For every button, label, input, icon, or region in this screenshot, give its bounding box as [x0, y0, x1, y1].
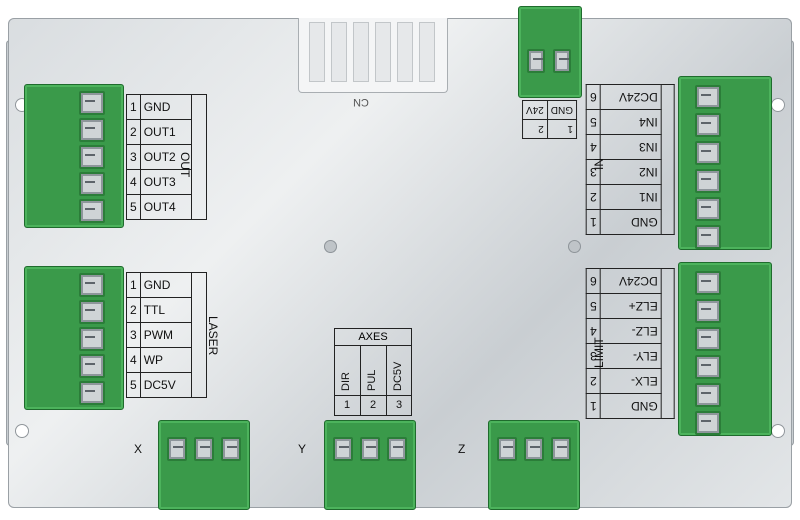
axis-label-z: Z	[458, 442, 466, 456]
cn-pin	[353, 22, 369, 82]
axes-col-name: PUL	[366, 369, 378, 391]
terminal-pin[interactable]	[695, 383, 721, 407]
terminal-pin[interactable]	[695, 355, 721, 379]
axes-label-block: AXES DIR PUL DC5V 1 2 3	[334, 328, 412, 416]
terminal-pin[interactable]	[695, 327, 721, 351]
terminal-pin[interactable]	[79, 300, 105, 324]
terminal-pin[interactable]	[551, 437, 571, 461]
cn-label: CN	[353, 96, 369, 108]
in-group-label: IN	[592, 158, 606, 170]
terminal-pin[interactable]	[695, 271, 721, 295]
mount-hole	[771, 98, 785, 112]
mount-hole	[15, 424, 29, 438]
terminal-pin[interactable]	[79, 381, 105, 405]
laser-terminal-block[interactable]	[24, 266, 124, 410]
terminal-pin[interactable]	[79, 327, 105, 351]
x-axis-terminal[interactable]	[158, 420, 250, 510]
terminal-pin[interactable]	[527, 49, 545, 73]
terminal-pin[interactable]	[695, 197, 721, 221]
mount-hole	[771, 424, 785, 438]
terminal-pin[interactable]	[497, 437, 517, 461]
cn-pin	[375, 22, 391, 82]
in-terminal-block[interactable]	[678, 76, 772, 250]
out-terminal-block[interactable]	[24, 84, 124, 228]
terminal-pin[interactable]	[695, 411, 721, 435]
terminal-pin[interactable]	[79, 273, 105, 297]
axes-col-num: 3	[396, 399, 403, 411]
terminal-pin[interactable]	[695, 85, 721, 109]
terminal-pin[interactable]	[695, 225, 721, 249]
axis-label-x: X	[134, 442, 143, 456]
terminal-pin[interactable]	[360, 437, 380, 461]
cn-connector[interactable]	[298, 18, 448, 93]
out-group-label: OUT	[178, 152, 192, 178]
cn-pin	[331, 22, 347, 82]
z-axis-terminal[interactable]	[488, 420, 580, 510]
axes-col-name: DIR	[340, 372, 352, 391]
screw	[568, 240, 581, 253]
cn-pin	[397, 22, 413, 82]
power-terminal-block[interactable]	[518, 6, 582, 98]
axes-group-label: AXES	[335, 329, 411, 346]
terminal-pin[interactable]	[695, 169, 721, 193]
limit-group-label: LIMIT	[592, 337, 606, 368]
terminal-pin[interactable]	[333, 437, 353, 461]
terminal-pin[interactable]	[695, 113, 721, 137]
terminal-pin[interactable]	[167, 437, 187, 461]
screw	[324, 240, 337, 253]
terminal-pin[interactable]	[695, 141, 721, 165]
terminal-pin[interactable]	[79, 172, 105, 196]
terminal-pin[interactable]	[79, 145, 105, 169]
terminal-pin[interactable]	[387, 437, 407, 461]
cn-pin	[419, 22, 435, 82]
limit-terminal-block[interactable]	[678, 262, 772, 436]
axes-col-name: DC5V	[392, 361, 404, 391]
y-axis-terminal[interactable]	[324, 420, 416, 510]
axes-col-num: 2	[370, 399, 377, 411]
terminal-pin[interactable]	[194, 437, 214, 461]
laser-group-label: LASER	[206, 316, 220, 356]
terminal-pin[interactable]	[79, 118, 105, 142]
terminal-pin[interactable]	[695, 299, 721, 323]
terminal-pin[interactable]	[79, 91, 105, 115]
terminal-pin[interactable]	[79, 354, 105, 378]
terminal-pin[interactable]	[524, 437, 544, 461]
terminal-pin[interactable]	[553, 49, 571, 73]
axes-col-num: 1	[344, 399, 351, 411]
cn-pin	[309, 22, 325, 82]
terminal-pin[interactable]	[79, 199, 105, 223]
terminal-pin[interactable]	[221, 437, 241, 461]
axis-label-y: Y	[298, 442, 307, 456]
